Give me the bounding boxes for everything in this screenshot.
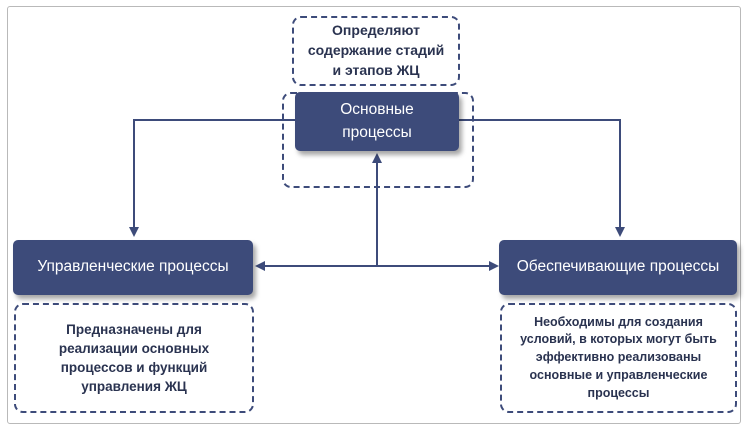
management-process-box: Управленческие процессы — [13, 240, 253, 295]
support-process-label: Обеспечивающие процессы — [516, 258, 720, 276]
diagram-frame — [7, 6, 741, 424]
note-main-line: Определяют — [332, 22, 420, 39]
main-process-label: процессы — [342, 123, 412, 141]
note-management-line: процессов и функций — [60, 360, 208, 375]
note-management-line: Предназначены для — [66, 321, 202, 337]
note-main-line: содержание стадий — [307, 42, 445, 59]
note-management-line: реализации основных — [58, 340, 210, 356]
arrow-main-to-management — [129, 119, 295, 237]
main-process-label: Основные — [340, 101, 414, 119]
note-support-line: процессы — [587, 385, 650, 400]
note-main-line: и этапов ЖЦ — [332, 61, 420, 78]
note-support: Необходимы для создания условий, в котор… — [500, 303, 737, 413]
note-management-line: управления ЖЦ — [81, 379, 187, 395]
note-support-line: эффективно реализованы — [535, 350, 702, 365]
note-support-line: условий, в которых могут быть — [520, 332, 717, 347]
note-management: Предназначены для реализации основных пр… — [14, 303, 254, 413]
support-process-box: Обеспечивающие процессы — [499, 240, 737, 295]
arrow-main-to-support — [459, 119, 625, 237]
management-process-label: Управленческие процессы — [37, 258, 229, 276]
note-support-line: основные и управленческие — [529, 367, 708, 382]
main-process-box: Основные процессы — [295, 92, 459, 151]
note-main: Определяют содержание стадий и этапов ЖЦ — [292, 16, 460, 86]
note-support-line: Необходимы для создания — [534, 314, 703, 329]
